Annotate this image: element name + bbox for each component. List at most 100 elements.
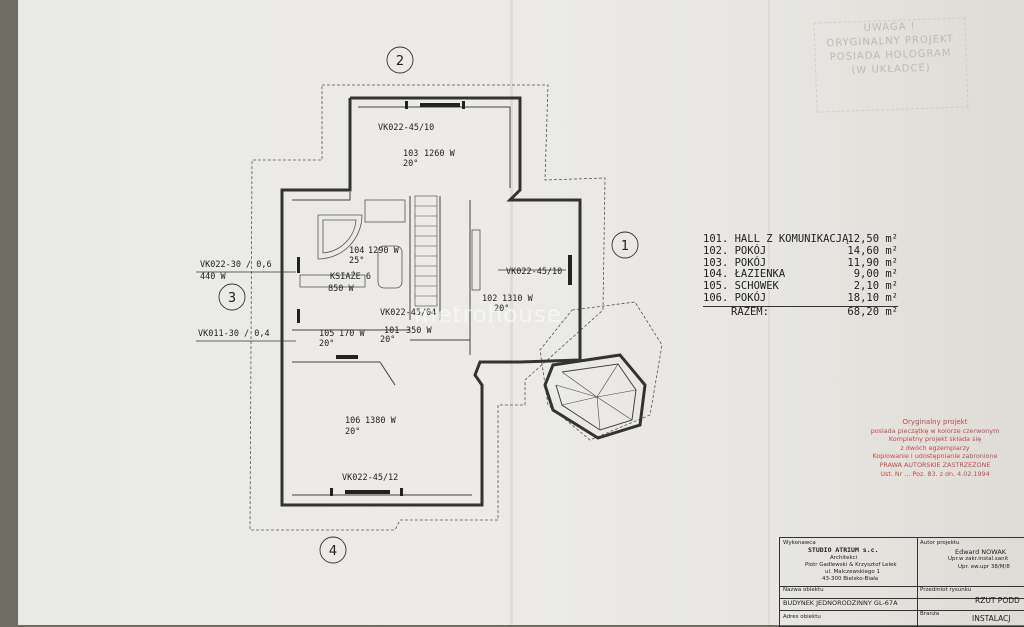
axis-label-1: 1 [621,239,629,254]
radiator-label-right: VK022-45/10 [506,267,562,277]
axis-circle-3 [218,283,246,311]
room-area: 14,60 m² [847,244,898,257]
bay-stairs [555,363,637,431]
room-area: 18,10 m² [847,291,898,304]
staircase [414,195,438,307]
note-line: Ust. Nr ... Poz. 83. z dn. 4.02.1994 [880,469,990,478]
room-power-104: 1290 W [368,246,400,256]
room-code-101: 101 [384,326,399,336]
axis-circles [218,46,639,564]
divider [917,538,918,626]
total-area: 68,20 m² [847,305,898,318]
radiator-label-shelf: KSIAŻE 6 [330,271,371,282]
room-code-102: 102 [482,294,497,304]
axis-circle-4 [319,536,347,564]
author-label: Autor projektu [920,540,960,546]
title-block: Wykonawca STUDIO ATRIUM s.c. Architekci … [779,537,1024,627]
author-permission: Upr.w zakr.instal.sanit [948,556,1009,562]
room-name: 102. POKÓJ [703,244,767,257]
divider [780,586,1024,587]
radiator-label-top: VK022-45/10 [378,123,434,133]
room-power-106: 1380 W [365,416,397,426]
bathroom-fixtures [299,199,481,291]
room-code-105: 105 [319,329,334,339]
room-temp-103: 20° [403,159,418,169]
dimension-lines [196,269,566,342]
outer-walls [280,96,647,507]
branch-label: Branża [920,611,940,617]
room-temp-106: 20° [345,427,360,437]
table-row: 104. ŁAZIENKA 9,00 m² [703,269,898,281]
room-name: 103. POKÓJ [703,256,767,269]
note-line: Kompletny projekt składa się [888,435,982,444]
architects-names: Piotr Gadlewski & Krzysztof Lelek [805,562,897,568]
divider [780,610,1024,611]
axis-circle-1 [611,231,639,259]
room-power-102: 1310 W [502,294,534,304]
note-line: Oryginalny projekt [902,418,968,426]
room-area: 9,00 m² [853,268,898,281]
room-power-103: 1260 W [424,149,456,159]
table-total-row: RAZEM: 68,20 m² [703,305,898,319]
table-row: 105. SCHOWEK 2,10 m² [703,280,898,293]
architects-label: Architekci [830,555,858,561]
object-label: Nazwa obiektu [783,587,824,593]
room-code-103: 103 [403,149,418,159]
room-temp-105: 20° [319,339,334,349]
axis-circle-2 [386,46,414,74]
room-code-104: 104 [349,246,364,256]
radiator-label-middle: VK022-45/04 [380,308,436,318]
inner-walls [292,106,637,496]
axis-label-4: 4 [329,544,337,559]
radiator-marks [297,101,572,496]
table-row: 106. POKÓJ 18,10 m² [703,291,898,305]
room-power-101: 350 W [406,326,432,336]
radiator-label-bottom: VK022-45/12 [342,473,398,483]
studio-name: STUDIO ATRIUM s.c. [808,546,879,554]
room-name: 101. HALL Z KOMUNIKACJĄ [703,233,849,245]
paper-fold [510,0,513,625]
note-line: PRAWA AUTORSKIE ZASTRZEŻONE [879,460,991,469]
radiator-label-left-lower: VK011-30 / 0,4 [198,329,270,339]
note-line: posiada pieczątkę w kolorze czerwonym [870,426,1000,435]
radiator-power-shelf: 850 W [328,284,354,294]
author-name: Edward NOWAK [955,548,1007,556]
room-name: 106. POKÓJ [703,291,767,304]
radiator-power-left-upper: 440 W [200,272,226,282]
room-area: 2,10 m² [853,280,898,293]
table-row: 103. POKÓJ 11,90 m² [703,256,898,270]
room-code-106: 106 [345,416,360,426]
note-line: Kopiowanie i udostępnianie zabronione [872,452,998,461]
room-temp-102: 20° [494,304,509,314]
total-label: RAZEM: [731,305,769,318]
drawing-label: Przedmiot rysunku [920,587,972,593]
hologram-stamp: UWAGA ! ORYGINALNY PROJEKT POSIADA HOLOG… [813,17,969,113]
author-permission: Upr. ew.upr 38/M/8 [958,564,1010,570]
address-label: Adres obiektu [783,614,821,620]
radiator-label-left-upper: VK022-30 / 0,6 [200,260,272,270]
room-temp-104: 25° [349,256,364,266]
table-row: 102. POKÓJ 14,60 m² [703,244,898,258]
axis-label-3: 3 [228,291,236,306]
room-name: 105. SCHOWEK [703,280,779,293]
note-line: z dwóch egzemplarzy [900,443,970,452]
wykonawca-label: Wykonawca [783,540,816,546]
room-name: 104. ŁAZIENKA [703,268,786,281]
roof-outline [249,84,663,531]
watermark: metrohouse [414,302,562,328]
branch-name: INSTALACJ [972,614,1011,623]
room-area: 11,90 m² [847,256,898,269]
room-power-105: 170 W [339,329,365,339]
axis-label-2: 2 [396,54,404,69]
drawing-name: RZUT PODD [975,596,1020,605]
divider [780,598,1024,599]
room-temp-101: 20° [380,335,395,345]
copyright-note: Oryginalny projekt posiada pieczątkę w k… [845,418,1024,478]
object-name: BUDYNEK JEDNORODZINNY GL-67A [783,599,898,607]
studio-city: 43-300 Bielsko-Biała [822,576,879,582]
studio-street: ul. Malczewskiego 1 [825,569,881,575]
room-area: 12,50 m² [847,233,898,245]
